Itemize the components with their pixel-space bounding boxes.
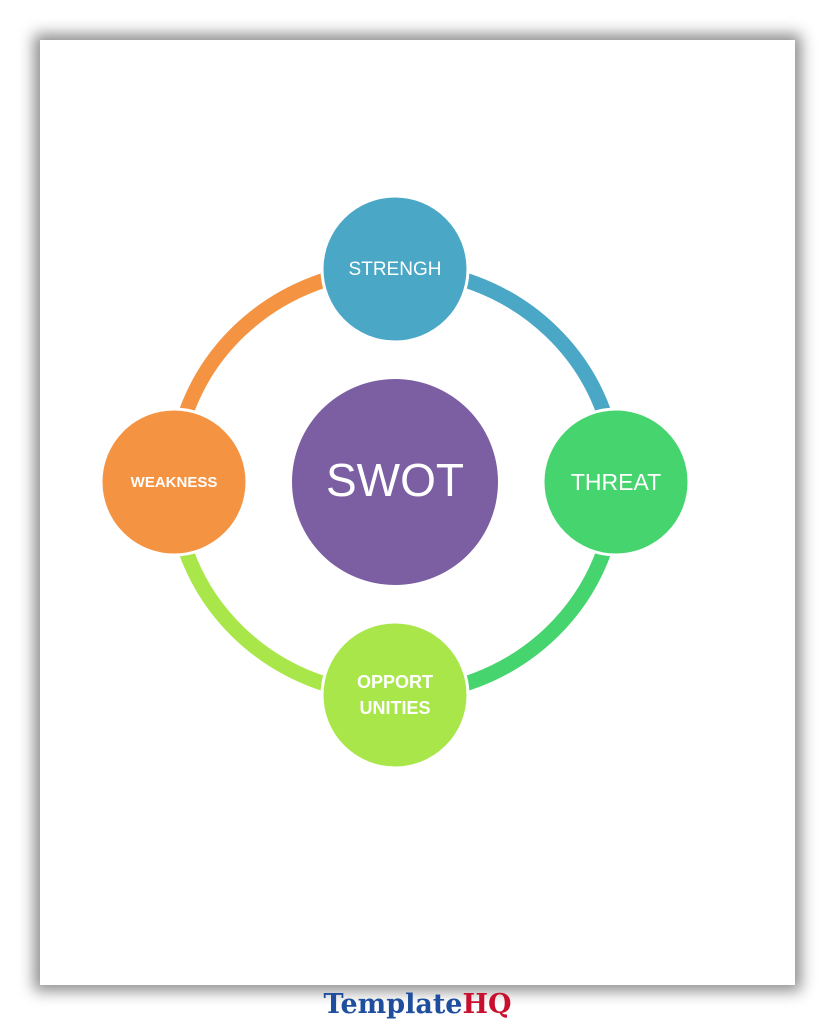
opportunities-label-line1: OPPORT [357, 672, 433, 692]
strength-label: STRENGH [349, 259, 442, 280]
threat-label: THREAT [571, 469, 661, 495]
center-label: SWOT [326, 454, 464, 506]
center-node: SWOT [292, 379, 498, 585]
threat-node: THREAT [541, 407, 691, 557]
opportunities-label-line2: UNITIES [359, 698, 430, 718]
logo-part-template: Template [323, 989, 463, 1020]
weakness-label: WEAKNESS [131, 474, 218, 491]
weakness-node: WEAKNESS [99, 407, 249, 557]
strength-node: STRENGH [320, 194, 470, 344]
logo-part-hq: HQ [462, 989, 512, 1020]
opportunities-node: OPPORT UNITIES [320, 620, 470, 770]
templatehq-logo: TemplateHQ [0, 990, 835, 1020]
